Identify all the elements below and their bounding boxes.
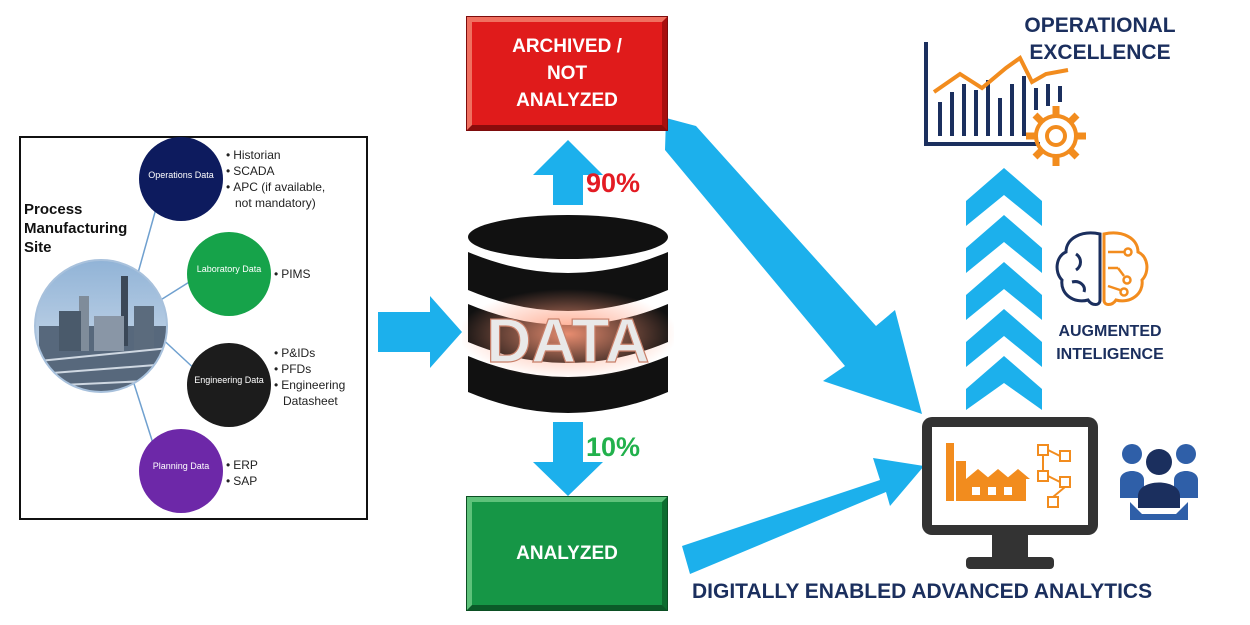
operations-items: Historian SCADA APC (if available, not m…	[226, 147, 325, 211]
excellence-heading: OPERATIONAL EXCELLENCE	[1024, 14, 1176, 64]
engineering-items: P&IDs PFDs Engineering Datasheet	[274, 345, 345, 409]
arrow-down-analyzed	[533, 422, 603, 496]
archived-percent: 90%	[586, 168, 641, 198]
team-icon	[1120, 444, 1198, 520]
analyzed-percent: 10%	[586, 432, 641, 462]
engineering-label: Engineering Data	[194, 375, 264, 385]
arrow-archived-to-analytics	[665, 118, 922, 414]
list-item: Historian	[226, 147, 325, 163]
laboratory-label: Laboratory Data	[196, 264, 262, 274]
list-item: not mandatory)	[235, 196, 316, 210]
analyzed-label: ANALYZED	[516, 543, 618, 564]
operations-bubble	[139, 137, 223, 221]
site-connectors	[34, 137, 271, 513]
planning-bubble	[139, 429, 223, 513]
planning-label: Planning Data	[152, 461, 210, 471]
list-item: SCADA	[226, 163, 325, 179]
analyzed-box	[467, 497, 667, 610]
list-item: SAP	[226, 473, 258, 489]
list-item: ERP	[226, 457, 258, 473]
arrow-analyzed-to-analytics	[682, 458, 924, 574]
list-item: APC (if available,	[226, 179, 325, 195]
planning-items: ERP SAP	[226, 457, 258, 489]
list-item: P&IDs	[274, 345, 345, 361]
laboratory-bubble	[187, 232, 271, 316]
list-item: PIMS	[274, 266, 310, 282]
archived-box	[467, 17, 667, 130]
refinery-photo	[34, 259, 168, 393]
arrow-site-to-data	[378, 296, 462, 368]
list-item: Datasheet	[283, 394, 338, 408]
chevron-stack	[966, 168, 1042, 410]
augmented-heading: AUGMENTED INTELIGENCE	[1056, 323, 1164, 363]
database-label: DATA	[487, 307, 650, 376]
operations-label: Operations Data	[148, 170, 214, 180]
gear-icon	[1026, 106, 1086, 166]
monitor-icon	[922, 417, 1098, 569]
bar-chart-icon	[924, 42, 1069, 146]
arrow-up-archived	[533, 140, 603, 205]
list-item: PFDs	[274, 361, 345, 377]
analytics-caption: DIGITALLY ENABLED ADVANCED ANALYTICS	[692, 580, 1153, 603]
laboratory-items: PIMS	[274, 266, 310, 282]
archived-label: ARCHIVED / NOT ANALYZED	[512, 36, 622, 111]
list-item: Engineering	[274, 377, 345, 393]
site-title: Process Manufacturing Site	[24, 201, 128, 256]
database-icon: DATA	[462, 215, 674, 413]
brain-icon	[1055, 231, 1149, 306]
engineering-bubble	[187, 343, 271, 427]
